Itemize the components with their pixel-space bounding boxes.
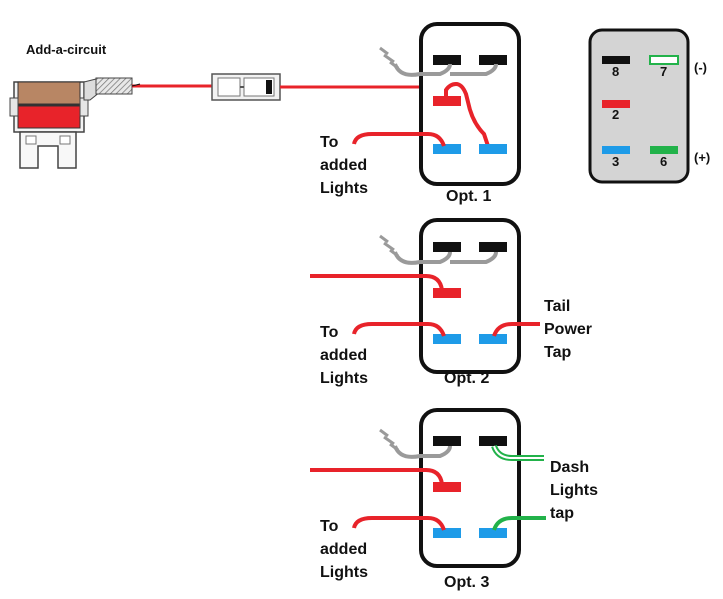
option-2-left-label-3: Lights [320, 370, 368, 387]
option-3-left-label-3: Lights [320, 564, 368, 581]
option-2-left-label-1: To [320, 324, 339, 341]
switch-option-3: To added Lights Dash Lights tap Opt. 3 [310, 408, 598, 591]
pin-7-label: 7 [660, 64, 667, 79]
option-3-right-label-1: Dash [550, 459, 589, 476]
pin-3-label: 3 [612, 154, 619, 169]
switch-pinout-legend: 8 7 2 3 6 (-) (+) [588, 28, 710, 184]
option-2-right-label-1: Tail [544, 298, 570, 315]
option-2-left-label-2: added [320, 347, 367, 364]
add-a-circuit-title: Add-a-circuit [26, 42, 107, 57]
pin-6-contact [650, 146, 678, 154]
switch-option-2: To added Lights Tail Power Tap Opt. 2 [310, 218, 592, 387]
pin-2-contact [602, 100, 630, 108]
option-2-title: Opt. 2 [444, 370, 489, 387]
positive-label: (+) [694, 150, 710, 165]
option-3-right-label-3: tap [550, 505, 574, 522]
option-2-right-label-3: Tap [544, 344, 571, 361]
option-1-left-label-1: To [320, 134, 339, 151]
fuse-tap-icon [9, 77, 133, 169]
option-2-right-label-2: Power [544, 321, 592, 338]
inline-fuse-holder-icon [211, 73, 281, 101]
option-1-left-label-3: Lights [320, 180, 368, 197]
ground-symbol-icon [379, 428, 399, 452]
option-3-right-label-2: Lights [550, 482, 598, 499]
switch-option-1: To added Lights Opt. 1 [320, 22, 521, 205]
option-1-title: Opt. 1 [446, 188, 491, 205]
pin-8-contact [602, 56, 630, 64]
pin-8-label: 8 [612, 64, 619, 79]
option-3-left-label-1: To [320, 518, 339, 535]
option-1-left-label-2: added [320, 157, 367, 174]
pin-2-label: 2 [612, 107, 619, 122]
ground-symbol-icon [379, 46, 399, 70]
pin-7-contact [649, 55, 679, 65]
option-3-title: Opt. 3 [444, 574, 489, 591]
negative-label: (-) [694, 60, 707, 75]
option-3-left-label-2: added [320, 541, 367, 558]
pin-3-contact [602, 146, 630, 154]
pin-6-label: 6 [660, 154, 667, 169]
ground-symbol-icon [379, 234, 399, 258]
